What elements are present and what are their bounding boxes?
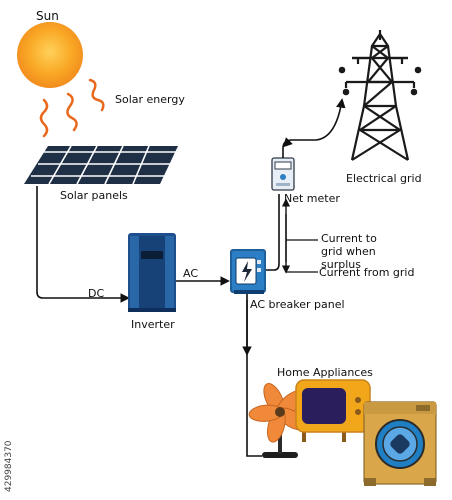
sun-label: Sun xyxy=(36,9,59,23)
net-meter-icon xyxy=(271,157,295,191)
ac-breaker-panel-label: AC breaker panel xyxy=(250,298,345,311)
transmission-tower-icon xyxy=(338,30,422,161)
washing-machine-icon xyxy=(363,401,437,486)
current-to-grid-label: Current to grid when surplus xyxy=(321,232,377,271)
breaker-panel-icon xyxy=(230,249,266,294)
grid-wire-arrow-down xyxy=(282,137,293,148)
solar-panel-icon xyxy=(24,145,178,185)
dc-label: DC xyxy=(88,287,105,300)
grid-wire xyxy=(282,98,346,158)
meter-wire xyxy=(266,194,280,271)
sun-icon xyxy=(17,22,83,88)
stock-id-watermark: 429984370 xyxy=(4,440,14,492)
net-meter-label: Net meter xyxy=(284,192,340,205)
current-from-grid-label: Current from grid xyxy=(319,266,415,279)
solar-rays-icon xyxy=(39,78,105,138)
appliance-wire xyxy=(246,294,262,457)
solar-panels-label: Solar panels xyxy=(60,189,128,202)
inverter-icon xyxy=(128,233,176,312)
solar-energy-label: Solar energy xyxy=(115,93,185,106)
dc-wire xyxy=(36,186,130,303)
home-appliances-label: Home Appliances xyxy=(277,366,373,379)
inverter-label: Inverter xyxy=(131,318,175,331)
electrical-grid-label: Electrical grid xyxy=(346,172,422,185)
ac-label: AC xyxy=(183,267,199,280)
tv-icon xyxy=(295,379,371,442)
